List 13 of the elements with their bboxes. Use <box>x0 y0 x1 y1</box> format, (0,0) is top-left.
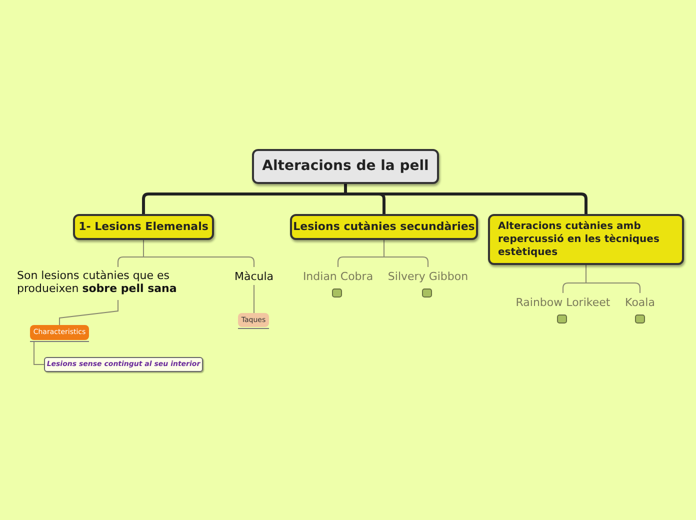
subtopic-text: Son lesions cutànies que es produeixen sobre pell sana <box>17 269 187 299</box>
subtopic-text: Indian Cobra <box>302 269 374 285</box>
topic-box: Lesions cutànies secundàries <box>290 214 478 240</box>
subtopic-text: Silvery Gibbon <box>386 269 470 285</box>
connector-line <box>143 240 254 268</box>
central-topic: Alteracions de la pell <box>252 149 439 184</box>
subtopic-text: Koala <box>624 295 656 311</box>
subtopic-text: Màcula <box>234 269 274 285</box>
topic-box: Alteracions cutànies amb repercussió en les tècniques estètiques <box>488 214 684 265</box>
topic-box: 1- Lesions Elemenals <box>73 214 214 240</box>
connector-line <box>34 340 44 365</box>
subtopic-text: Rainbow Lorikeet <box>515 295 611 311</box>
connector-line <box>59 300 118 326</box>
